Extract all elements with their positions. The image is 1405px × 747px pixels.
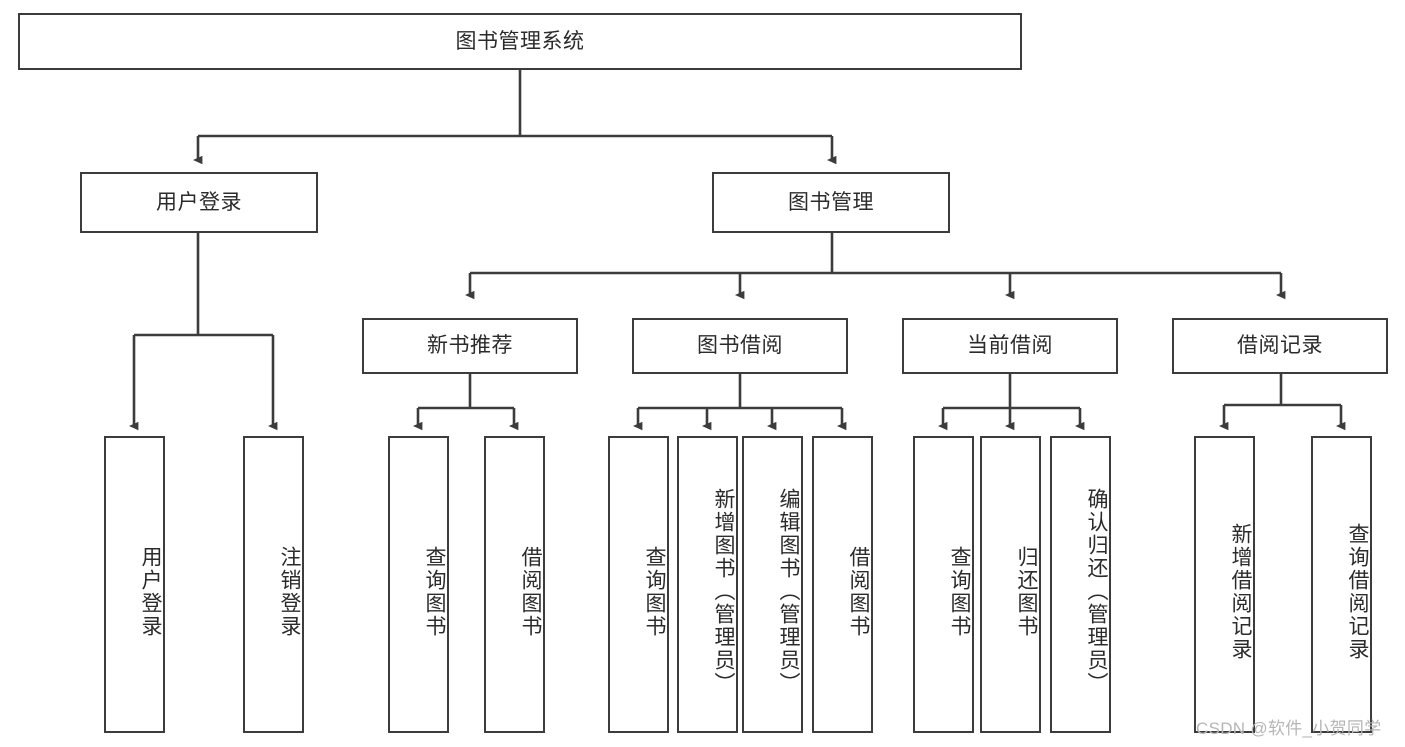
leaf-recommend-borrow-book[interactable]: 借阅图书 [484, 436, 545, 733]
node-current-borrow[interactable]: 当前借阅 [902, 318, 1118, 374]
leaf-borrow-edit-book[interactable]: 编辑图书（管理员） [742, 436, 803, 733]
node-user-login[interactable]: 用户登录 [80, 172, 318, 233]
leaf-current-return-book[interactable]: 归还图书 [980, 436, 1041, 733]
node-label: 图书管理系统 [455, 29, 585, 53]
node-label: 注销登录 [278, 545, 301, 638]
node-label: 用户登录 [139, 545, 162, 638]
node-label: 归还图书 [1015, 545, 1038, 638]
node-book-management[interactable]: 图书管理 [712, 172, 950, 233]
leaf-borrow-add-book[interactable]: 新增图书（管理员） [677, 436, 738, 733]
leaf-record-add-record[interactable]: 新增借阅记录 [1194, 436, 1255, 733]
node-label: 新增借阅记录 [1229, 522, 1252, 661]
node-label: 借阅图书 [519, 545, 542, 638]
node-label: 确认归还（管理员） [1085, 488, 1108, 695]
csdn-watermark: CSDN @软件_小贺同学 [1196, 719, 1382, 738]
node-label: 用户登录 [156, 190, 242, 214]
node-label: 当前借阅 [967, 334, 1053, 358]
node-label: 查询图书 [948, 545, 971, 638]
node-label: 新增图书（管理员） [712, 488, 735, 695]
leaf-borrow-borrow-book[interactable]: 借阅图书 [812, 436, 873, 733]
node-root-system[interactable]: 图书管理系统 [18, 13, 1022, 70]
leaf-record-query-record[interactable]: 查询借阅记录 [1311, 436, 1372, 733]
leaf-recommend-query-book[interactable]: 查询图书 [388, 436, 449, 733]
leaf-current-query-book[interactable]: 查询图书 [913, 436, 974, 733]
node-label: 查询借阅记录 [1346, 522, 1369, 661]
leaf-user-login-signout[interactable]: 注销登录 [243, 436, 304, 733]
node-borrow-record[interactable]: 借阅记录 [1172, 318, 1388, 374]
node-label: 借阅图书 [847, 545, 870, 638]
node-label: 图书管理 [788, 190, 874, 214]
node-new-book-recommend[interactable]: 新书推荐 [362, 318, 578, 374]
node-label: 新书推荐 [427, 334, 513, 358]
node-label: 编辑图书（管理员） [777, 488, 800, 695]
leaf-borrow-query-book[interactable]: 查询图书 [608, 436, 669, 733]
node-label: 图书借阅 [697, 334, 783, 358]
leaf-user-login-signin[interactable]: 用户登录 [104, 436, 165, 733]
node-book-borrow[interactable]: 图书借阅 [632, 318, 848, 374]
node-label: 查询图书 [643, 545, 666, 638]
leaf-current-confirm-return[interactable]: 确认归还（管理员） [1050, 436, 1111, 733]
node-label: 查询图书 [423, 545, 446, 638]
node-label: 借阅记录 [1237, 334, 1323, 358]
